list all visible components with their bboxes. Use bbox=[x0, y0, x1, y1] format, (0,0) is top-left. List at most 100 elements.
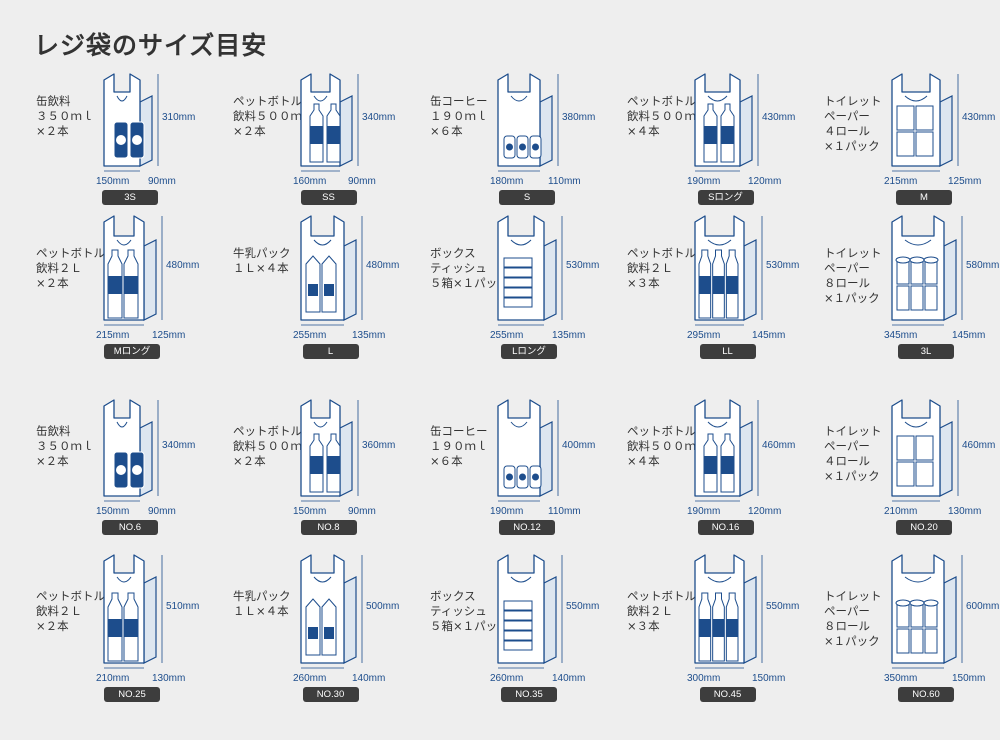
width-dimension: 210mm bbox=[884, 506, 917, 517]
toilet-roll-icon bbox=[910, 628, 924, 654]
bag-gusset bbox=[743, 239, 757, 321]
width-dimension: 255mm bbox=[293, 330, 326, 341]
toilet-roll-icon bbox=[910, 259, 924, 285]
bag-gusset bbox=[343, 239, 357, 321]
big-bottle-label-icon bbox=[124, 276, 138, 294]
bag-contents-description: 缶飲料 ３５０ｍｌ ×２本 bbox=[36, 94, 94, 138]
tissue-box-icon bbox=[503, 610, 533, 621]
bag-contents-description: 缶コーヒー １９０ｍｌ ×６本 bbox=[430, 424, 488, 468]
gusset-dimension: 140mm bbox=[352, 673, 385, 684]
height-dimension: 550mm bbox=[766, 601, 799, 612]
height-dimension: 460mm bbox=[962, 440, 995, 451]
bag-contents-description: ペットボトル 飲料５００ｍｌ ×４本 bbox=[627, 94, 708, 138]
big-bottle-label-icon bbox=[108, 276, 122, 294]
toilet-roll-icon bbox=[896, 131, 915, 157]
big-bottle-label-icon bbox=[699, 276, 711, 294]
bag-contents-description: トイレット ペーパー ４ロール ×１パック bbox=[824, 94, 882, 153]
coffee-can-mark-icon bbox=[532, 473, 539, 481]
coffee-can-mark-icon bbox=[532, 143, 539, 151]
roll-top-icon bbox=[895, 256, 911, 264]
width-dimension: 190mm bbox=[687, 176, 720, 187]
bag-handle-cutout bbox=[904, 95, 928, 102]
width-dimension: 150mm bbox=[293, 506, 326, 517]
toilet-roll-icon bbox=[896, 602, 910, 628]
bag-gusset bbox=[539, 95, 553, 167]
bag-contents-description: ペットボトル 飲料５００ｍｌ ×２本 bbox=[233, 94, 314, 138]
height-dimension: 580mm bbox=[966, 260, 999, 271]
tissue-box-icon bbox=[503, 600, 533, 611]
gusset-dimension: 150mm bbox=[952, 673, 985, 684]
coffee-can-mark-icon bbox=[519, 473, 526, 481]
size-label-badge: NO.16 bbox=[697, 520, 754, 535]
bag-handle-cutout bbox=[707, 95, 728, 102]
roll-top-icon bbox=[895, 599, 911, 607]
size-label-badge: NO.20 bbox=[896, 520, 952, 535]
bag-contents-description: 缶飲料 ３５０ｍｌ ×２本 bbox=[36, 424, 94, 468]
bag-handle-cutout bbox=[313, 576, 332, 583]
width-dimension: 295mm bbox=[687, 330, 720, 341]
width-dimension: 260mm bbox=[490, 673, 523, 684]
width-dimension: 160mm bbox=[293, 176, 326, 187]
bag-handle-cutout bbox=[904, 421, 928, 428]
bottle-label-icon bbox=[310, 126, 323, 144]
bottle-label-icon bbox=[721, 456, 734, 474]
bottle-label-icon bbox=[327, 126, 340, 144]
toilet-roll-icon bbox=[924, 259, 938, 285]
bag-illustration: 340mm 150mm 90mm bbox=[96, 399, 195, 517]
size-label-badge: S bbox=[499, 190, 555, 205]
gusset-dimension: 135mm bbox=[352, 330, 385, 341]
big-bottle-label-icon bbox=[726, 276, 738, 294]
tissue-box-icon bbox=[503, 630, 533, 641]
height-dimension: 430mm bbox=[762, 112, 795, 123]
height-dimension: 340mm bbox=[362, 112, 395, 123]
bag-contents-description: ペットボトル 飲料５００ｍｌ ×４本 bbox=[627, 424, 708, 468]
width-dimension: 260mm bbox=[293, 673, 326, 684]
gusset-dimension: 110mm bbox=[548, 506, 581, 517]
roll-top-icon bbox=[923, 256, 939, 264]
bag-contents-description: ペットボトル 飲料２Ｌ ×３本 bbox=[627, 246, 696, 290]
bottle-label-icon bbox=[704, 456, 717, 474]
toilet-roll-icon bbox=[915, 461, 934, 487]
bag-gusset bbox=[539, 421, 553, 497]
toilet-roll-icon bbox=[910, 602, 924, 628]
bag-gusset bbox=[943, 239, 957, 321]
bag-contents-description: トイレット ペーパー ４ロール ×１パック bbox=[824, 424, 882, 483]
bag-handle-cutout bbox=[313, 95, 328, 102]
gusset-dimension: 90mm bbox=[148, 506, 176, 517]
size-label-badge: NO.30 bbox=[302, 687, 359, 702]
gusset-dimension: 130mm bbox=[948, 506, 981, 517]
bag-handle-cutout bbox=[707, 239, 732, 246]
height-dimension: 550mm bbox=[566, 601, 599, 612]
bag-gusset bbox=[739, 421, 753, 497]
bag-gusset bbox=[343, 576, 357, 664]
toilet-roll-icon bbox=[915, 435, 934, 461]
bag-handle-cutout bbox=[904, 239, 932, 246]
tissue-box-icon bbox=[503, 267, 533, 278]
bag-contents-description: ペットボトル 飲料２Ｌ ×２本 bbox=[36, 589, 105, 633]
height-dimension: 340mm bbox=[162, 440, 195, 451]
big-bottle-label-icon bbox=[712, 619, 725, 637]
width-dimension: 150mm bbox=[96, 506, 129, 517]
bag-handle-cutout bbox=[904, 576, 932, 583]
bag-contents-description: ボックス ティッシュ ５箱×１パック bbox=[430, 246, 509, 290]
page-title: レジ袋のサイズ目安 bbox=[34, 31, 268, 60]
height-dimension: 500mm bbox=[366, 601, 399, 612]
bag-gusset bbox=[143, 576, 157, 664]
